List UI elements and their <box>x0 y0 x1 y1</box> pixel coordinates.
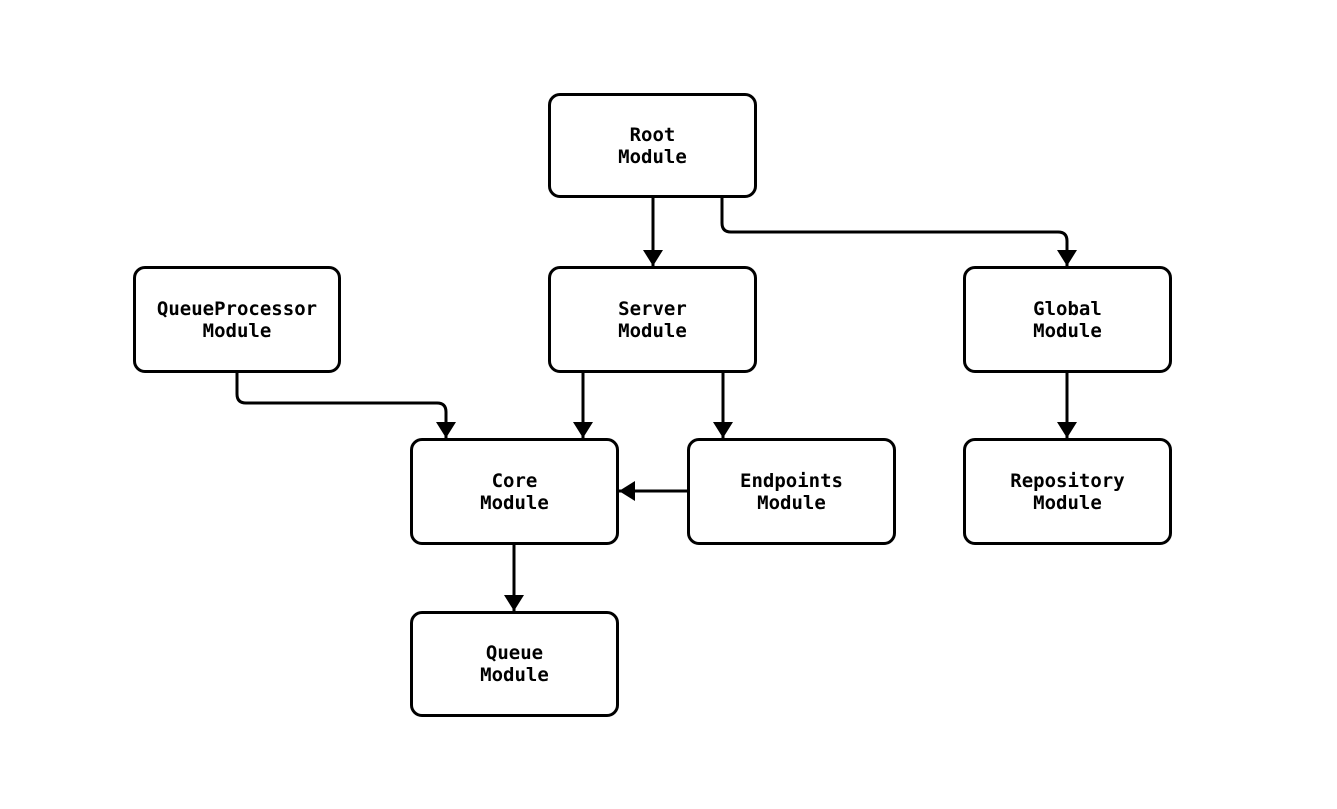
node-label: Core <box>491 469 538 492</box>
node-label: Repository <box>1010 469 1125 492</box>
node-global-module: Global Module <box>963 266 1172 373</box>
node-label: Module <box>202 319 272 342</box>
node-root-module: Root Module <box>548 93 757 198</box>
node-label: Queue <box>485 642 544 664</box>
node-label: Module <box>618 319 687 342</box>
node-repository-module: Repository Module <box>963 438 1172 545</box>
node-endpoints-module: Endpoints Module <box>687 438 896 545</box>
edge-queue-processor-to-core <box>235 373 456 438</box>
node-label: Module <box>618 145 687 168</box>
node-core-module: Core Module <box>410 438 619 545</box>
node-label: QueueProcessor <box>156 297 318 320</box>
node-label: Global <box>1033 297 1102 320</box>
edge-root-to-global <box>720 198 1077 266</box>
node-queueprocessor-module: QueueProcessor Module <box>133 266 341 373</box>
node-label: Server <box>618 297 687 320</box>
node-label: Module <box>1033 319 1102 342</box>
node-label: Module <box>480 664 549 686</box>
node-label: Module <box>757 491 826 514</box>
node-label: Module <box>480 491 549 514</box>
node-queue-module: Queue Module <box>410 611 619 717</box>
node-label: Root <box>629 123 676 146</box>
node-label: Module <box>1033 491 1102 514</box>
node-label: Endpoints <box>740 469 843 492</box>
node-server-module: Server Module <box>548 266 757 373</box>
